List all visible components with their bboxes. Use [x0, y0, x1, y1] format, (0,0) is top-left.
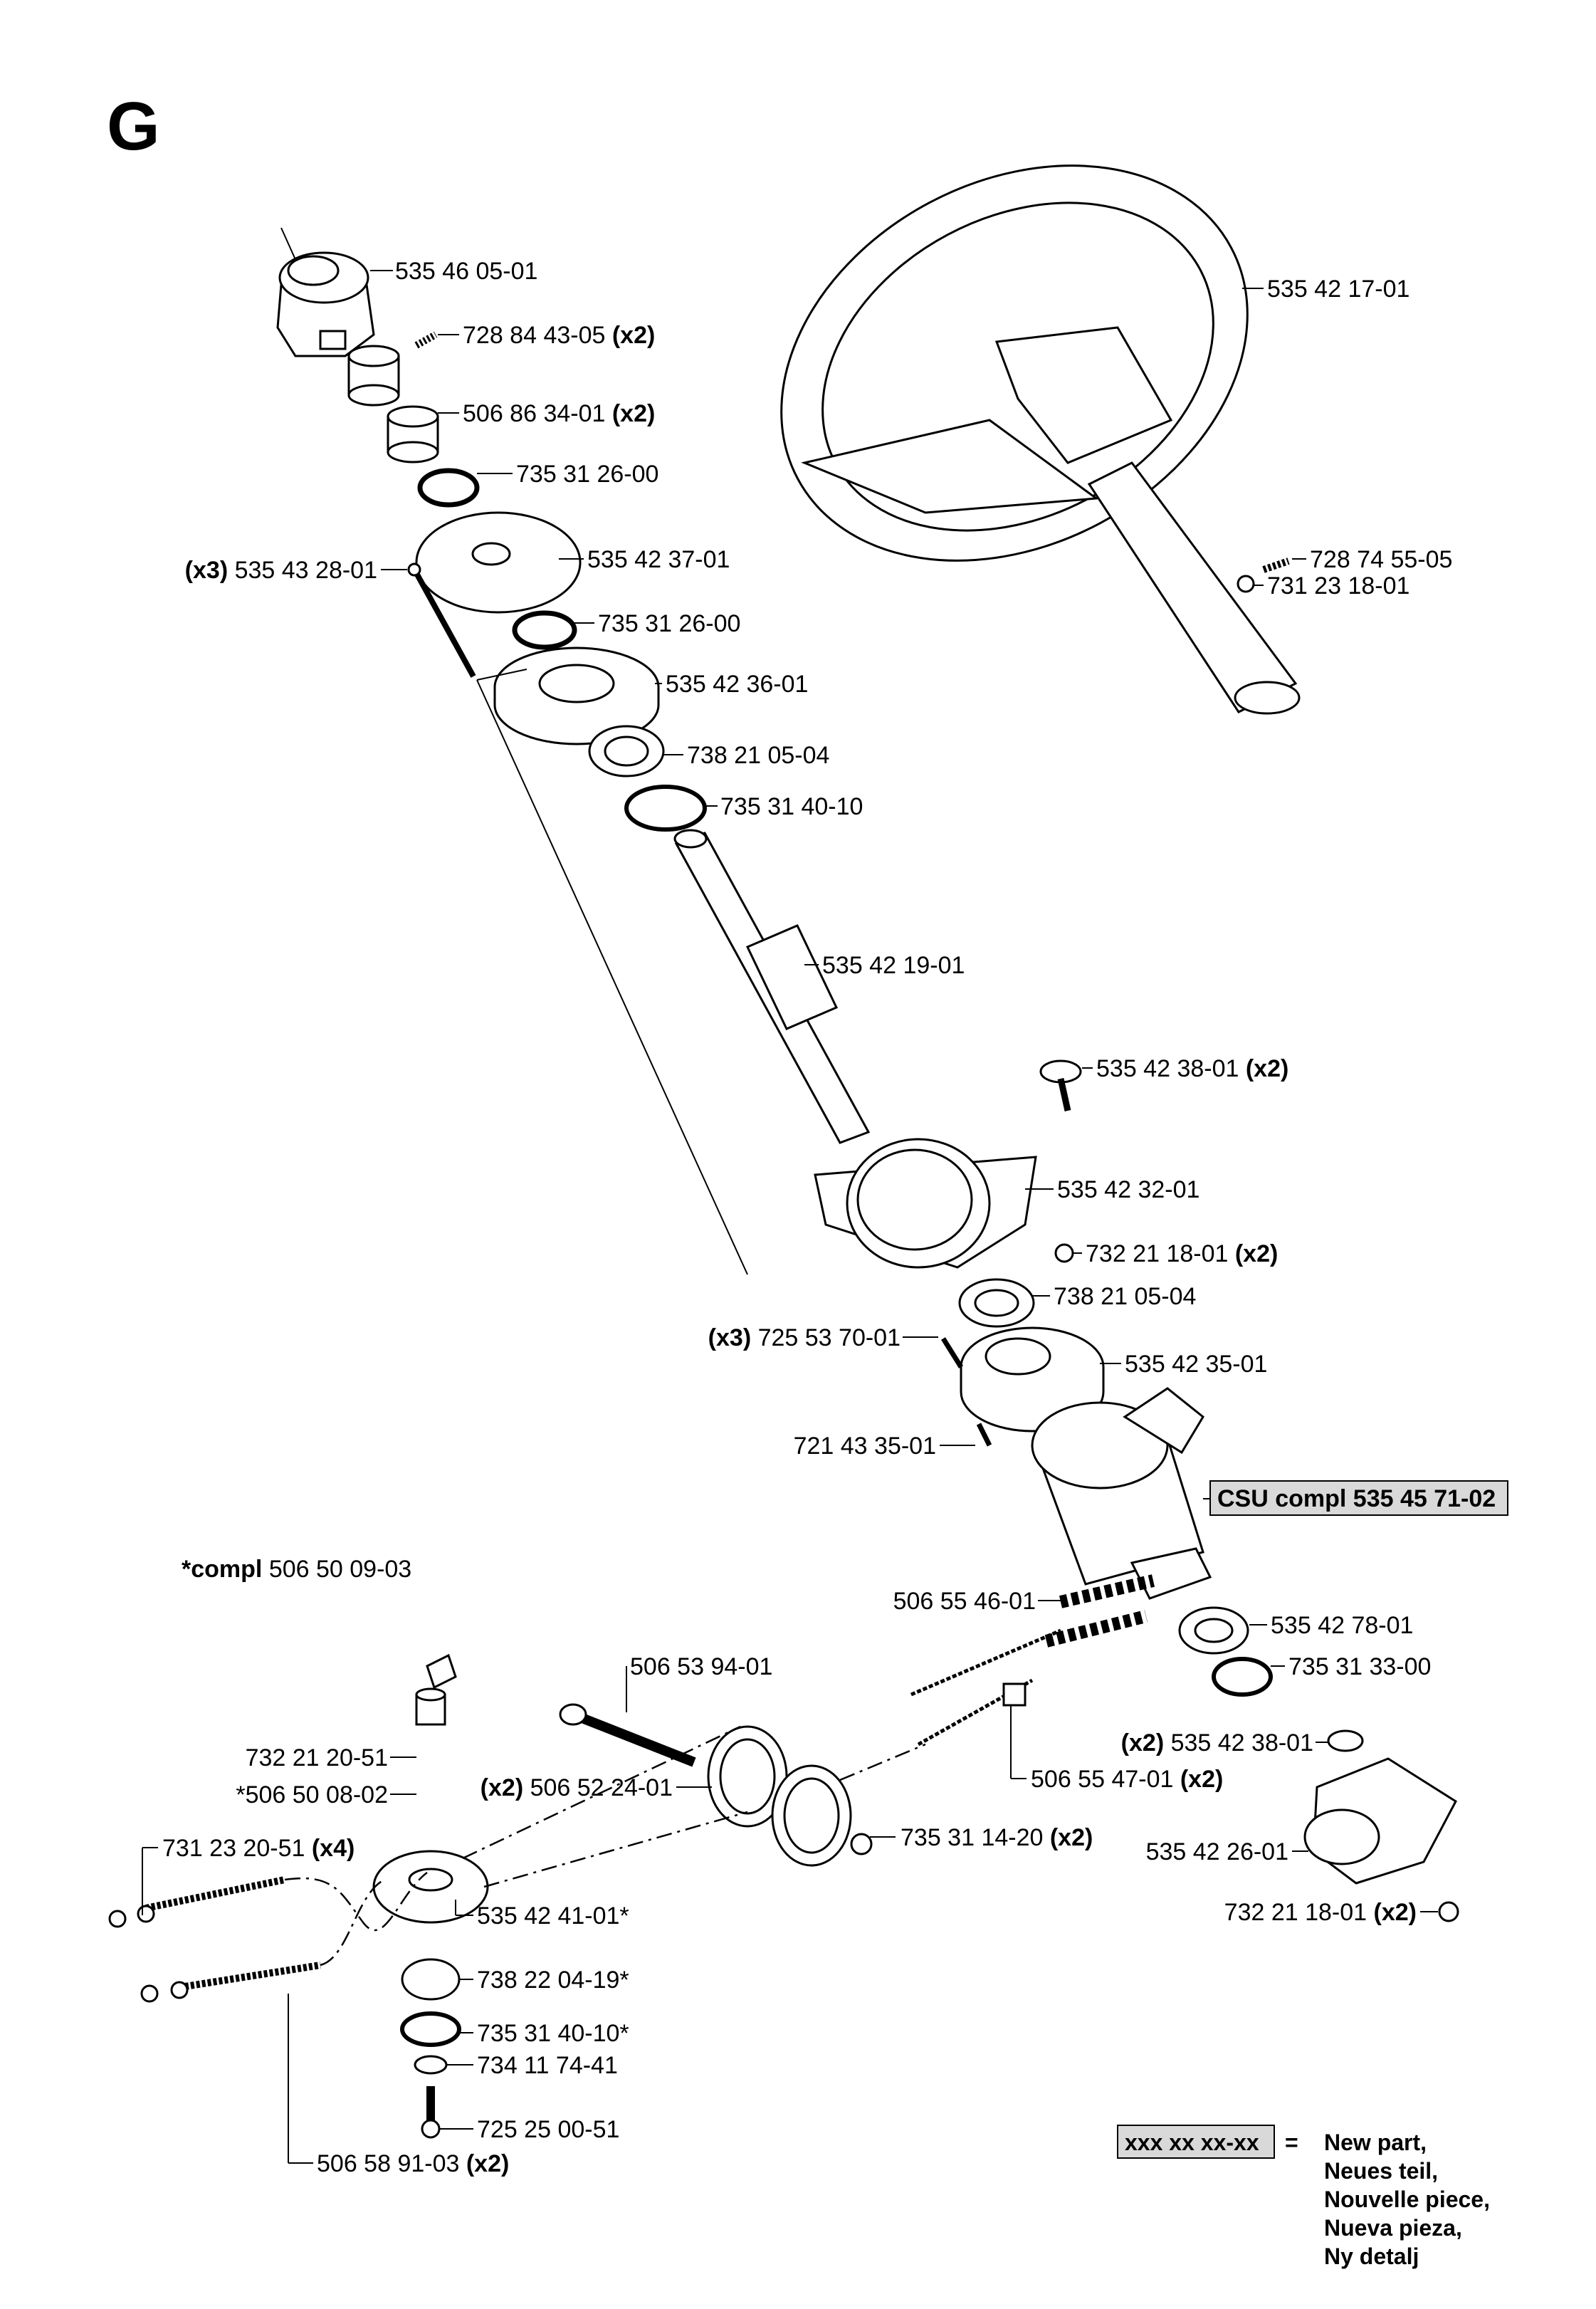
callout-c13: 728 74 55-05: [1310, 546, 1452, 573]
callout-c33: 731 23 20-51 (x4): [162, 1835, 355, 1862]
callout-c9: 738 21 05-04: [687, 742, 829, 769]
callout-c8: 535 42 36-01: [666, 671, 808, 698]
callout-c29: *506 50 08-02: [236, 1781, 388, 1808]
callout-c11: 535 42 19-01: [822, 952, 965, 979]
legend-equals: =: [1285, 2130, 1298, 2155]
legend-box-text: xxx xx xx-xx: [1125, 2130, 1259, 2155]
top-cap-part: [276, 251, 375, 357]
callout-c30: (x2) 506 52 24-01: [481, 1774, 673, 1801]
callout-labels: 535 46 05-01 728 84 43-05 (x2) 506 86 34…: [162, 258, 1452, 2177]
callout-c21: 721 43 35-01: [794, 1433, 936, 1460]
callout-c22: 506 55 46-01: [893, 1588, 1036, 1615]
callout-c38: 734 11 74-41: [477, 2052, 618, 2079]
callout-c6: (x3) 535 43 28-01: [185, 557, 377, 584]
callout-c20: 535 42 35-01: [1125, 1351, 1267, 1378]
callout-c15: 535 42 38-01 (x2): [1096, 1055, 1288, 1082]
idler-stack-part: [372, 1653, 489, 2139]
callout-c34: 732 21 18-01 (x2): [1224, 1899, 1417, 1926]
mounting-plate-part: [814, 1138, 1037, 1269]
callout-c37: 735 31 40-10*: [477, 2020, 629, 2047]
legend-line-2: Neues teil,: [1324, 2158, 1438, 2184]
legend-line-4: Nueva pieza,: [1324, 2215, 1462, 2241]
callout-c28: 732 21 20-51: [246, 1744, 388, 1771]
callout-c5: 535 42 37-01: [587, 546, 730, 573]
callout-c17: 732 21 18-01 (x2): [1086, 1240, 1278, 1267]
callout-c2: 728 84 43-05 (x2): [463, 322, 655, 349]
callout-c19: (x3) 725 53 70-01: [708, 1324, 901, 1351]
callout-c18: 738 21 05-04: [1054, 1283, 1196, 1310]
csu-unit-part: [1031, 1387, 1212, 1600]
steering-column-drawing: [108, 227, 1459, 2139]
callout-c35: 535 42 41-01*: [477, 1902, 629, 1930]
section-letter: G: [107, 88, 160, 164]
callout-c26: (x2) 535 42 38-01: [1121, 1729, 1313, 1756]
legend-line-1: New part,: [1324, 2130, 1427, 2155]
svg-text:CSU compl 535 45 71-02: CSU compl 535 45 71-02: [1217, 1485, 1496, 1512]
callout-c39: 725 25 00-51: [477, 2116, 619, 2143]
callout-c25: 506 53 94-01: [630, 1653, 772, 1680]
callout-c36: 738 22 04-19*: [477, 1967, 629, 1994]
callout-c1: 535 46 05-01: [395, 258, 537, 285]
callout-c14: 731 23 18-01: [1267, 572, 1409, 599]
leader-lines: [142, 270, 1438, 2164]
callout-c3: 506 86 34-01 (x2): [463, 400, 655, 427]
csu-assembly-label: CSU compl 535 45 71-02: [1209, 1480, 1508, 1516]
callout-c12: 535 42 17-01: [1267, 276, 1409, 303]
new-part-legend: xxx xx xx-xx = New part, Neues teil, Nou…: [1117, 2125, 1490, 2269]
bushing-upper-part: [347, 345, 400, 407]
callout-c7: 735 31 26-00: [598, 610, 740, 637]
callout-c31: 735 31 14-20 (x2): [901, 1824, 1093, 1851]
callout-c40: 506 58 91-03 (x2): [317, 2150, 509, 2177]
callout-c24: 735 31 33-00: [1288, 1653, 1431, 1680]
callout-c27: 506 55 47-01 (x2): [1031, 1766, 1223, 1793]
steering-shaft-part: [673, 829, 871, 1144]
bushing-lower-part: [387, 405, 439, 464]
legend-line-3: Nouvelle piece,: [1324, 2187, 1490, 2212]
callout-c16: 535 42 32-01: [1057, 1176, 1199, 1203]
callout-c4: 735 31 26-00: [516, 461, 658, 488]
callout-c23: 535 42 78-01: [1271, 1612, 1413, 1639]
steering-wheel-drawing: [780, 164, 1301, 715]
legend-line-5: Ny detalj: [1324, 2243, 1419, 2269]
callout-c32: 535 42 26-01: [1146, 1838, 1288, 1865]
callout-c10: 735 31 40-10: [720, 793, 863, 820]
compl-note: *compl 506 50 09-03: [182, 1556, 411, 1583]
